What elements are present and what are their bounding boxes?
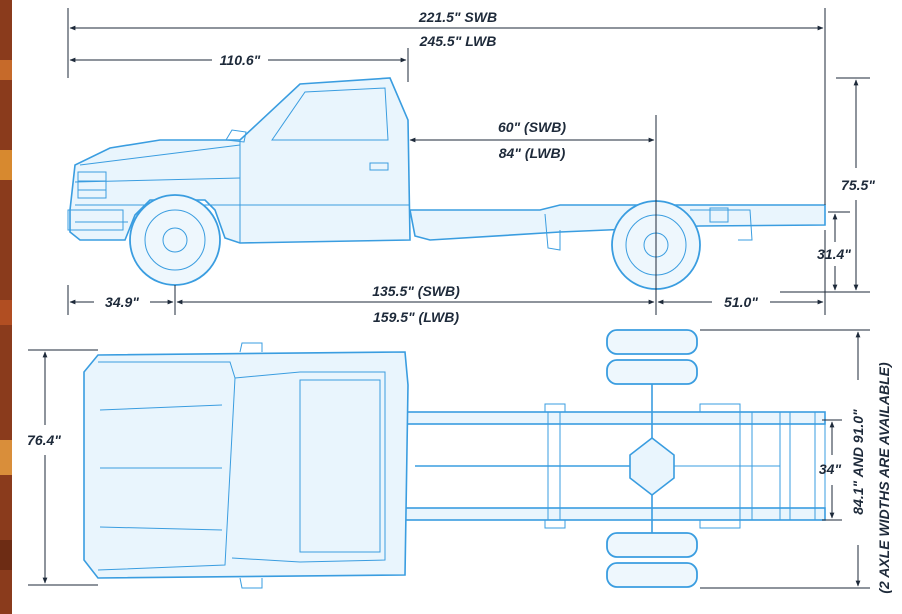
axle-widths-note: (2 AXLE WIDTHS ARE AVAILABLE) [876, 362, 892, 594]
frame-height-label: 31.4" [817, 246, 851, 262]
side-view-truck [67, 77, 826, 290]
side-view-dimension-lines [67, 8, 870, 315]
overall-length-lwb-label: 245.5" LWB [419, 33, 497, 49]
axle-widths-label: 84.1" AND 91.0" [850, 409, 866, 515]
cab-width-label: 76.4" [27, 432, 61, 448]
front-to-cab-back-label: 110.6" [220, 52, 261, 68]
top-view-dimension-lines [28, 329, 870, 589]
wheelbase-lwb-label: 159.5" (LWB) [373, 309, 459, 325]
left-edge-strip [0, 0, 12, 614]
rear-overhang-label: 51.0" [724, 294, 758, 310]
front-overhang-label: 34.9" [105, 294, 139, 310]
cab-to-axle-swb-label: 60" (SWB) [498, 119, 566, 135]
top-view-truck [83, 329, 826, 589]
cab-to-axle-lwb-label: 84" (LWB) [499, 145, 566, 161]
overall-length-swb-label: 221.5" SWB [418, 9, 497, 25]
wheelbase-swb-label: 135.5" (SWB) [372, 283, 460, 299]
overall-height-label: 75.5" [841, 177, 875, 193]
frame-width-label: 34" [819, 461, 842, 477]
